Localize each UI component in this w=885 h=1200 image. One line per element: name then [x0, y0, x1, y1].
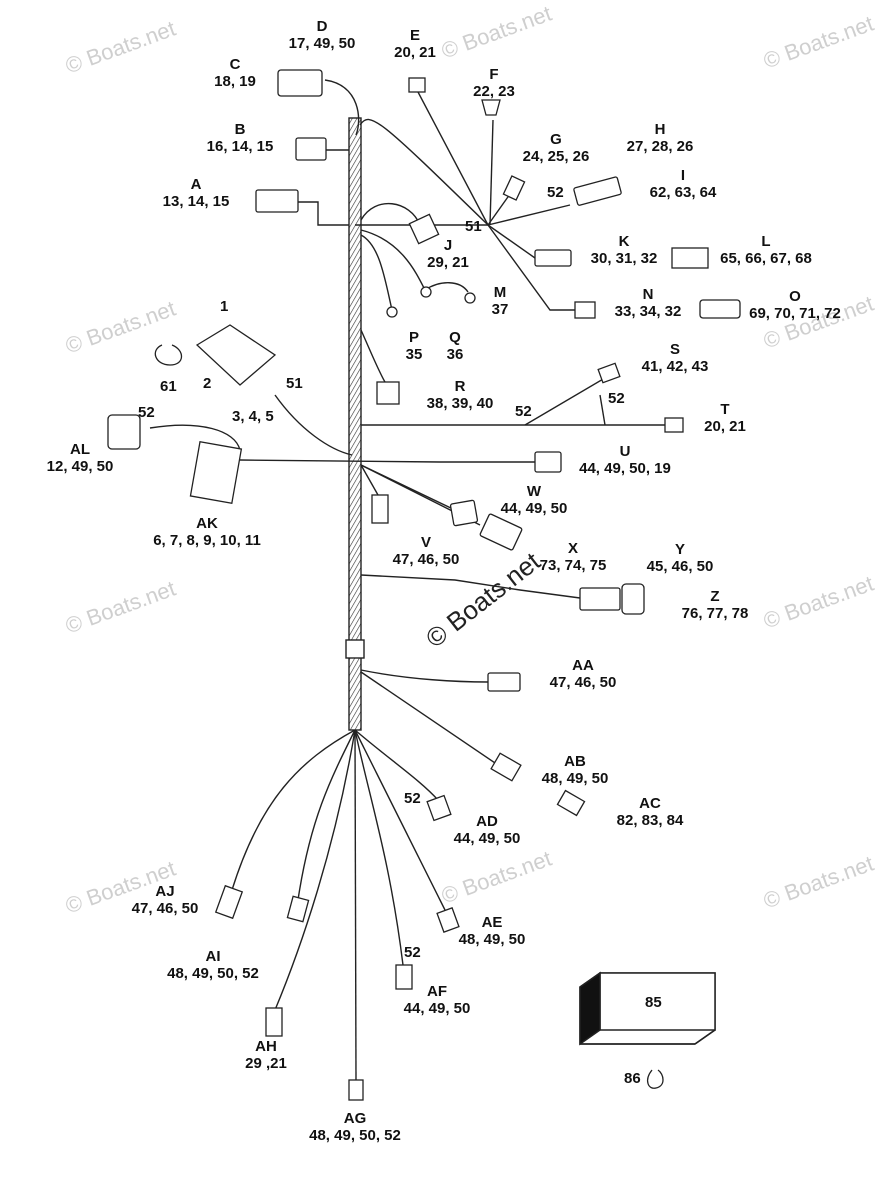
connector-AB: [490, 752, 522, 782]
connector-X: [479, 513, 523, 551]
connector-S: [597, 362, 621, 384]
connector-AD: [426, 794, 452, 822]
connector-C: [277, 69, 323, 97]
connector-AE: [436, 907, 460, 933]
main-harness-trunk: [348, 117, 362, 731]
part-label-61: 61: [160, 378, 177, 395]
connector-G: [502, 175, 526, 201]
connector-K: [534, 249, 572, 267]
connector-R: [376, 381, 400, 405]
connector-J: [408, 213, 440, 245]
connector-AA: [487, 672, 521, 692]
part-label-52-AD: 52: [404, 790, 421, 807]
part-label-52-AF: 52: [404, 944, 421, 961]
connector-AI: [286, 895, 310, 923]
connector-W: [449, 499, 479, 527]
connectors: [107, 69, 741, 1101]
part-label-51-junction: 51: [465, 218, 482, 235]
part-label-52-H: 52: [547, 184, 564, 201]
connector-F: [481, 99, 501, 116]
ring-terminal-Q: [420, 286, 432, 298]
connector-Y: [579, 587, 621, 611]
clip-86-label: 86: [624, 1070, 641, 1087]
part-label-3-4-5: 3, 4, 5: [232, 408, 274, 425]
connector-AF: [395, 964, 413, 990]
ring-terminal-P: [386, 306, 398, 318]
part-label-52-trunk: 52: [515, 403, 532, 420]
part-label-51-module: 51: [286, 375, 303, 392]
connector-O: [699, 299, 741, 319]
part-label-52-S: 52: [608, 390, 625, 407]
connector-AK: [189, 441, 243, 504]
connector-AC: [556, 789, 586, 817]
connector-AG: [348, 1079, 364, 1101]
clip-86: [646, 1069, 664, 1089]
connector-Z: [621, 583, 645, 615]
connector-N: [574, 301, 596, 319]
connector-AH: [265, 1007, 283, 1037]
clamp-61: [154, 344, 183, 366]
part-label-2: 2: [203, 375, 212, 392]
box-85-label: 85: [645, 994, 662, 1011]
part-label-52-AL: 52: [138, 404, 155, 421]
connector-H-I: [573, 176, 622, 206]
connector-AJ: [214, 884, 244, 920]
connector-L: [671, 247, 709, 269]
wires: [149, 79, 665, 1081]
connector-T: [664, 417, 684, 433]
part-label-1: 1: [220, 298, 229, 315]
connector-V: [371, 494, 389, 524]
connector-AL: [107, 414, 141, 450]
box-85: [579, 971, 716, 1046]
connector-A: [255, 189, 299, 213]
connector-B: [295, 137, 327, 161]
ring-terminal-M: [464, 292, 476, 304]
connector-E: [408, 77, 426, 93]
control-module-1: [195, 324, 277, 386]
connector-U: [534, 451, 562, 473]
